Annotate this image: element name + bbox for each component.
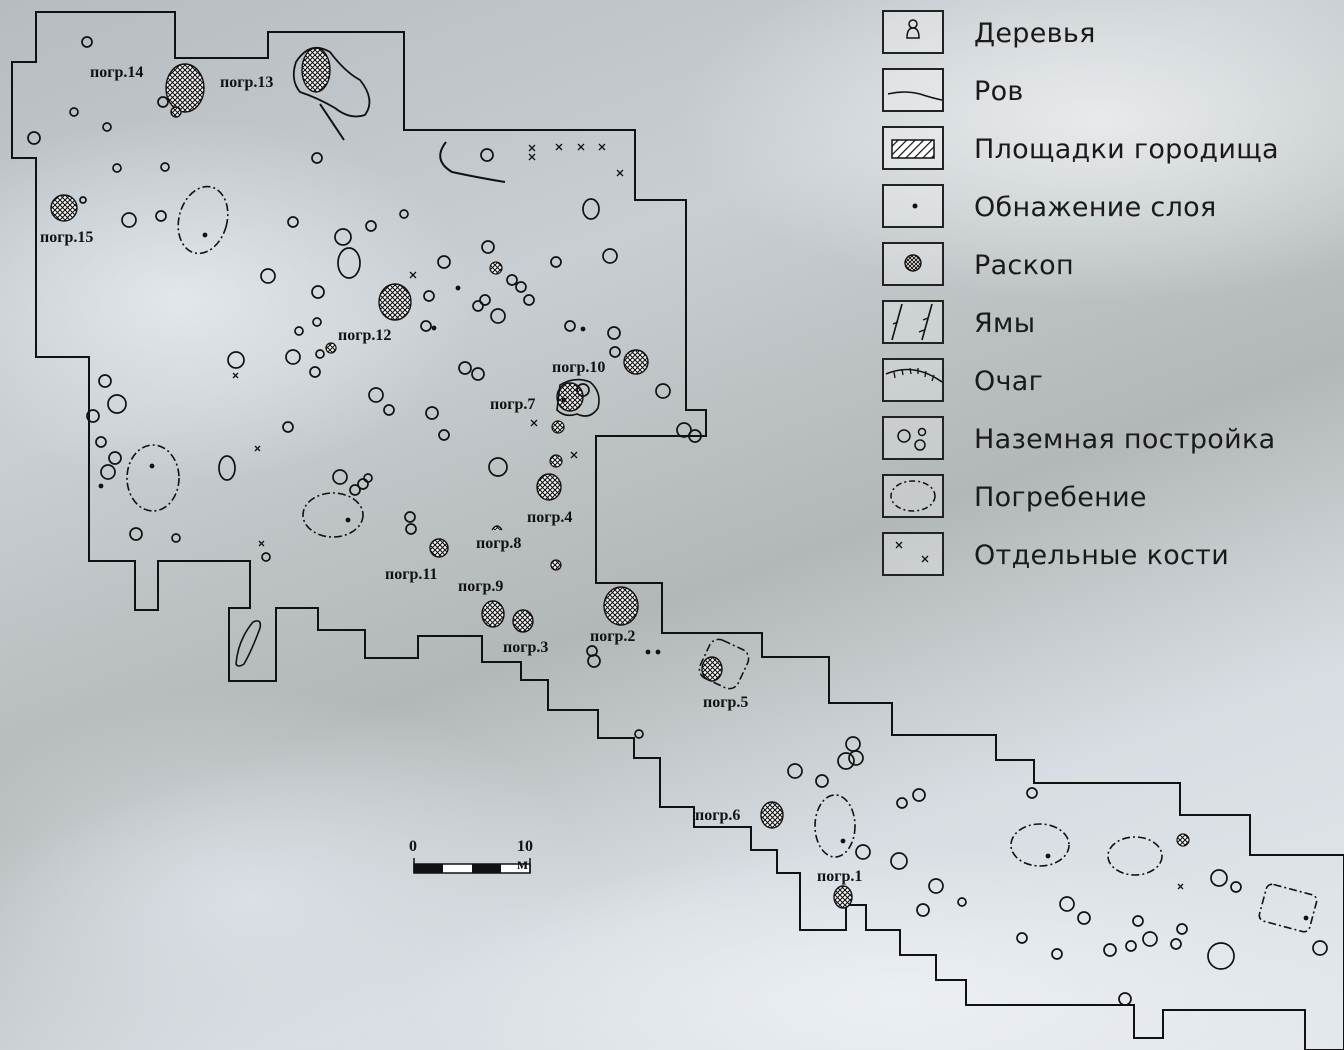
- label-burial-4: погр.4: [527, 509, 572, 526]
- scale-end-label: 10 м: [517, 838, 533, 873]
- label-burial-15: погр.15: [40, 229, 93, 246]
- label-burial-14: погр.14: [90, 64, 143, 81]
- burial-dashed-oval-icon: [890, 480, 936, 512]
- label-burial-11: погр.11: [385, 566, 438, 583]
- hearth-icon: [885, 367, 942, 383]
- site-boundary: [11, 11, 1344, 1050]
- ground-structures: [27, 36, 1328, 1006]
- legend-item-trees: Деревья: [882, 10, 1332, 56]
- legend-item-excavation: Раскоп: [882, 242, 1332, 288]
- scale-bar: 0 10 м: [405, 838, 545, 878]
- label-burial-10: погр.10: [552, 359, 605, 376]
- legend-label: Деревья: [974, 18, 1096, 49]
- legend-label: Очаг: [974, 366, 1044, 397]
- label-burial-1: погр.1: [817, 868, 862, 885]
- legend-label: Раскоп: [974, 250, 1074, 281]
- label-burial-3: погр.3: [503, 639, 548, 656]
- legend-label: Погребение: [974, 482, 1147, 513]
- pit-outline: [235, 620, 262, 667]
- pit-icon: [891, 303, 933, 341]
- legend-item-pits: Ямы: [882, 300, 1332, 346]
- scale-bar-graphic: [413, 858, 531, 874]
- label-burial-9: погр.9: [458, 578, 503, 595]
- legend-item-ditch: Ров: [882, 68, 1332, 114]
- label-burial-8: погр.8: [476, 535, 521, 552]
- crossed-circles: [325, 261, 1190, 847]
- separate-bones-cross-icon: [895, 541, 929, 563]
- ditch-line-icon: [887, 91, 942, 101]
- scale-start-label: 0: [409, 838, 417, 855]
- label-burial-7: погр.7: [490, 396, 535, 413]
- label-burial-12: погр.12: [338, 327, 391, 344]
- legend-label: Ямы: [974, 308, 1036, 339]
- legend-label: Отдельные кости: [974, 540, 1230, 571]
- legend-item-ground-structure: Наземная постройка: [882, 416, 1332, 462]
- label-burial-2: погр.2: [590, 628, 635, 645]
- tree-icon: [906, 19, 920, 39]
- ditch-curve: [439, 141, 506, 183]
- legend-item-platforms: Площадки городища: [882, 126, 1332, 172]
- legend-item-burial: Погребение: [882, 474, 1332, 520]
- ground-structure-icon: [897, 427, 927, 451]
- burial-7-outline: [556, 378, 600, 417]
- legend-item-layer-exposure: Обнажение слоя: [882, 184, 1332, 230]
- separate-bones: [232, 143, 1184, 890]
- hatched-platform-icon: [891, 139, 935, 159]
- excavation-crosshatch-icon: [904, 254, 922, 272]
- legend-label: Ров: [974, 76, 1024, 107]
- label-burial-6: погр.6: [695, 807, 740, 824]
- legend-item-hearth: Очаг: [882, 358, 1332, 404]
- legend-item-separate-bones: Отдельные кости: [882, 532, 1332, 578]
- legend-label: Обнажение слоя: [974, 192, 1217, 223]
- burial-ovals: [126, 185, 1318, 933]
- legend-label: Площадки городища: [974, 134, 1279, 165]
- layer-exposure-dots: [98, 232, 1309, 921]
- burial-13-feature: [292, 46, 371, 141]
- excavation-spots: [50, 63, 853, 909]
- burial-labels: погр.14 погр.13 погр.15 погр.12 погр.1 0 …: [40, 64, 862, 885]
- burial-8-mark: [491, 525, 503, 531]
- layer-exposure-dot-icon: [912, 203, 918, 209]
- label-burial-13: погр.13: [220, 74, 273, 91]
- legend-label: Наземная постройка: [974, 424, 1276, 455]
- label-burial-5: погр.5: [703, 694, 748, 711]
